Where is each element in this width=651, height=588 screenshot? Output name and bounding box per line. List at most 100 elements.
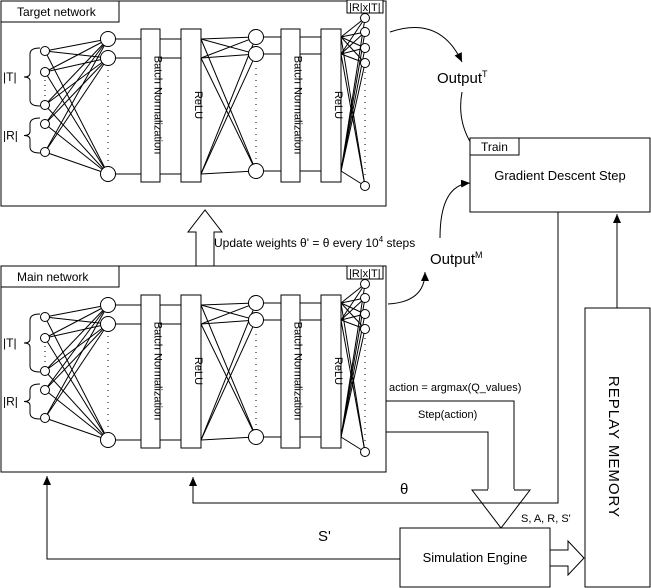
update-weights-label: Update weights θ' = θ every 104 steps — [214, 235, 415, 250]
connection-line — [200, 36, 257, 175]
connection-line — [44, 50, 109, 175]
input-group-r-label: |R| — [3, 395, 18, 409]
relu-2-label: ReLU — [332, 91, 344, 119]
connection-line — [44, 38, 109, 52]
output-size-label: |R|x|T| — [349, 268, 381, 280]
connection-line — [44, 323, 109, 339]
connection-line — [340, 283, 366, 321]
connection-line — [340, 319, 366, 453]
input-neuron — [40, 333, 50, 343]
hidden-neuron — [248, 295, 264, 311]
output-main-label: OutputM — [430, 250, 483, 268]
relu-1-box — [180, 294, 202, 449]
batch-norm-2-box — [280, 28, 301, 183]
batch-norm-1-label: Batch Normalization — [152, 322, 164, 420]
connection-line — [200, 38, 257, 55]
hidden-neuron — [100, 50, 116, 66]
hidden-neuron — [248, 312, 264, 328]
main-network-title: Main network — [17, 270, 89, 284]
theta-arrow — [189, 212, 559, 504]
connection-line — [44, 71, 109, 175]
input-neuron — [40, 46, 50, 56]
connection-line — [44, 304, 109, 318]
engine-to-replay-arrow — [549, 539, 585, 577]
connection-line — [340, 283, 366, 304]
connection-line — [44, 417, 109, 441]
transition-label: S, A, R, S' — [521, 513, 571, 525]
relu-1-label: ReLU — [192, 91, 204, 119]
main-connections — [44, 283, 366, 453]
connection-line — [340, 302, 366, 330]
connection-line — [44, 38, 109, 153]
relu-1-label: ReLU — [192, 357, 204, 385]
connection-line — [44, 38, 109, 73]
step-line — [386, 431, 489, 490]
output-neuron — [360, 43, 370, 53]
output-neuron — [360, 309, 370, 319]
s-prime-label: S' — [318, 528, 331, 545]
connection-line — [44, 370, 109, 441]
hidden-neuron — [248, 46, 264, 62]
hidden-neuron — [248, 163, 264, 179]
target-connections — [44, 17, 366, 187]
connection-line — [200, 436, 257, 441]
connection-line — [200, 170, 257, 175]
connection-line — [44, 104, 109, 175]
input-neuron — [40, 413, 50, 423]
hidden-neuron — [100, 432, 116, 448]
connection-line — [44, 304, 109, 372]
connection-line — [44, 304, 109, 339]
output-main-to-train-arrow — [439, 179, 471, 239]
input-group-t-brace — [23, 313, 41, 373]
update-weights-arrow — [186, 209, 224, 267]
connection-line — [340, 17, 366, 55]
replay-memory-box — [584, 307, 651, 588]
input-neuron — [40, 119, 50, 129]
output-size-label: |R|x|T| — [349, 2, 381, 14]
connection-line — [200, 36, 257, 40]
connection-line — [340, 47, 366, 172]
main-network-layers: |T| |R| Batch Normalization ReLU Batch Norma… — [3, 265, 384, 457]
input-neuron — [40, 312, 50, 322]
output-target-label: OutputT — [437, 69, 488, 87]
input-group-t-brace — [23, 47, 41, 107]
connection-line — [340, 62, 366, 172]
hidden-neuron — [100, 31, 116, 47]
batch-norm-2-box — [280, 294, 301, 449]
batch-norm-1-label: Batch Normalization — [152, 56, 164, 154]
output-size-tab — [346, 0, 384, 14]
connection-line — [340, 31, 366, 172]
hidden-neuron — [100, 297, 116, 313]
input-neuron — [40, 366, 50, 376]
connection-line — [200, 53, 257, 59]
connection-line — [200, 319, 257, 325]
input-group-r-brace — [23, 117, 41, 154]
batch-norm-2-label: Batch Normalization — [292, 322, 304, 420]
relu-2-label: ReLU — [332, 357, 344, 385]
relu-2-box — [320, 28, 342, 183]
target-network-title: Target network — [17, 5, 97, 19]
output-neuron — [360, 58, 370, 68]
connection-line — [340, 53, 366, 187]
input-group-r-label: |R| — [3, 129, 18, 143]
main-network-title-tab — [0, 265, 120, 288]
step-label: Step(action) — [418, 409, 477, 421]
connection-line — [44, 57, 109, 73]
output-size-tab — [346, 265, 384, 280]
relu-2-box — [320, 294, 342, 449]
simulation-engine-box — [399, 527, 551, 588]
output-neuron — [360, 293, 370, 303]
target-network-title-tab — [0, 0, 120, 23]
action-line — [386, 400, 515, 490]
input-group-t-label: |T| — [3, 336, 17, 350]
connection-line — [340, 36, 366, 64]
gradient-descent-step: Gradient Descent Step — [494, 168, 626, 183]
main-network: Main network |T| |R| Batch Normalization Re… — [0, 265, 387, 473]
connection-line — [200, 302, 257, 325]
hidden-neuron — [100, 166, 116, 182]
connection-line — [44, 304, 109, 391]
train-tab — [469, 137, 520, 156]
output-target-arrow — [389, 27, 463, 63]
connection-line — [44, 323, 109, 391]
